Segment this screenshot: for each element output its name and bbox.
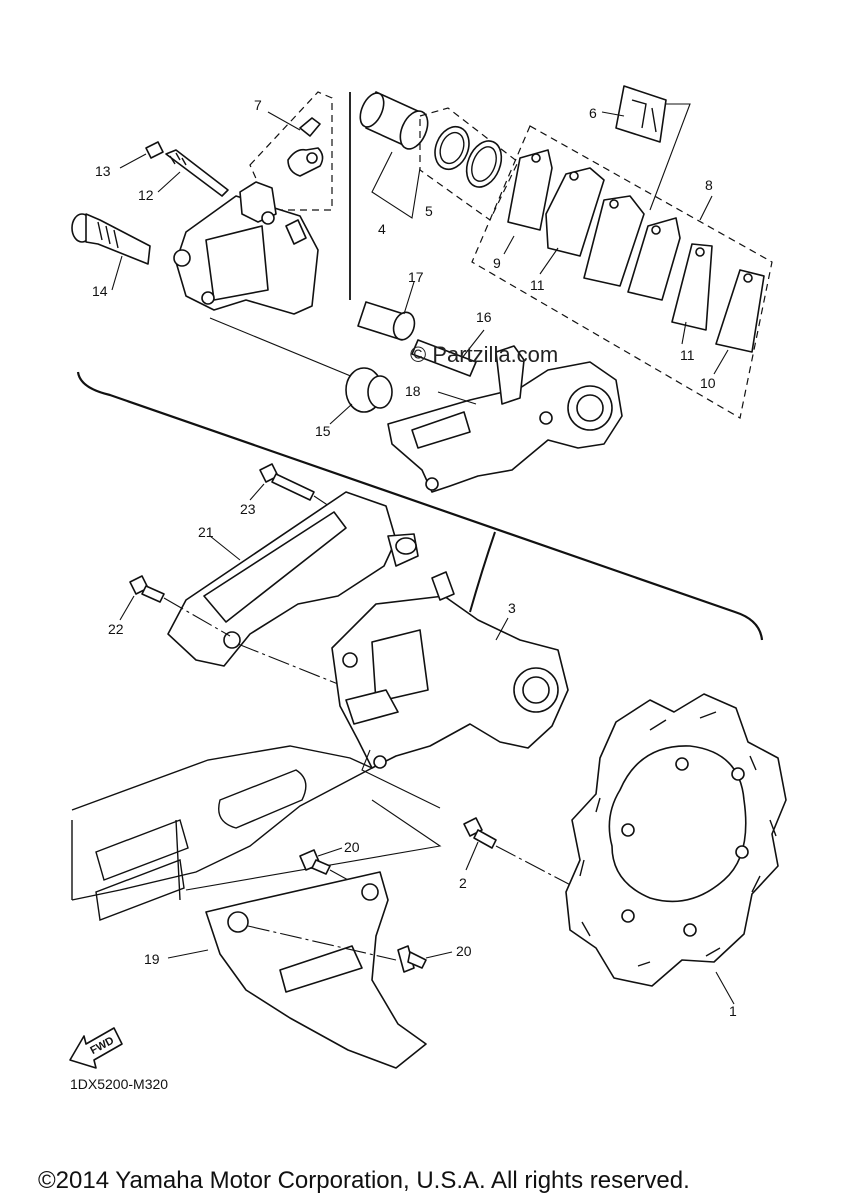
part-19-disc-guard: [167, 871, 427, 1069]
bracket-leader: [469, 531, 496, 613]
callout-5: 5: [425, 203, 433, 219]
part-4-piston: [359, 91, 429, 219]
part-15-boot: [329, 367, 393, 425]
callout-14: 14: [92, 283, 108, 299]
callout-2: 2: [459, 875, 467, 891]
fwd-arrow-icon: FWD: [69, 1027, 123, 1069]
part-8-pad-kit: [471, 125, 773, 419]
part-5-seals: [419, 107, 519, 221]
callout-7: 7: [254, 97, 262, 113]
part-22-bolt: [119, 575, 231, 637]
part-6-clip: [601, 85, 691, 211]
callout-20a: 20: [344, 839, 360, 855]
part-14-bolt: [71, 213, 151, 291]
part-21-guard: [167, 491, 419, 667]
callout-19: 19: [144, 951, 160, 967]
part-20-bolt-lower: [397, 945, 453, 973]
part-7-bleeder-group: [249, 91, 333, 211]
part-17-sleeve: [357, 281, 416, 341]
callout-1: 1: [729, 1003, 737, 1019]
callout-18: 18: [405, 383, 421, 399]
callout-16: 16: [476, 309, 492, 325]
callout-8: 8: [705, 177, 713, 193]
assembly-bracket: [76, 371, 764, 641]
diagram-code: 1DX5200-M320: [70, 1076, 168, 1092]
callout-6: 6: [589, 105, 597, 121]
callout-13: 13: [95, 163, 111, 179]
part-16-pin: [411, 329, 485, 377]
callout-20b: 20: [456, 943, 472, 959]
callout-17: 17: [408, 269, 424, 285]
callout-10: 10: [700, 375, 716, 391]
callout-11a: 11: [530, 277, 545, 293]
callout-22: 22: [108, 621, 124, 637]
callout-9: 9: [493, 255, 501, 271]
callout-11b: 11: [680, 347, 695, 363]
part-12-pin: [157, 149, 229, 197]
part-13-plug: [119, 141, 164, 169]
part-18-bracket: [387, 345, 623, 493]
copyright-text: ©2014 Yamaha Motor Corporation, U.S.A. A…: [38, 1167, 690, 1194]
callout-3: 3: [508, 600, 516, 616]
part-1-brake-disc: [565, 693, 787, 1005]
watermark-text: © Partzilla.com: [410, 342, 558, 367]
callout-21: 21: [198, 524, 214, 540]
swingarm-outline: [71, 745, 442, 921]
callout-4: 4: [378, 221, 386, 237]
part-3-caliper-assembly: [331, 571, 569, 769]
callout-15: 15: [315, 423, 331, 439]
part-2-bolt: [463, 817, 627, 915]
center-line: [237, 643, 349, 689]
callout-12: 12: [138, 187, 154, 203]
callout-23: 23: [240, 501, 256, 517]
caliper-body-upper: [173, 181, 371, 385]
